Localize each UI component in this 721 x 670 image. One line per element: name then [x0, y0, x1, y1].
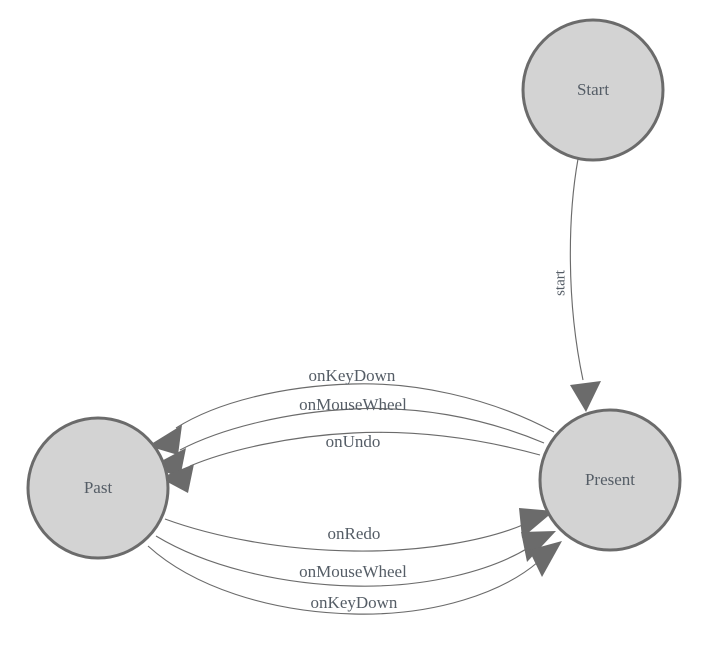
- edge-label-past-to-present-onredo: onRedo: [328, 524, 381, 543]
- edge-path-past-to-present-onredo: [164, 518, 526, 552]
- edge-arrowhead-present-to-past-onmousewheel: [152, 448, 186, 478]
- node-present-label: Present: [585, 470, 635, 489]
- edge-path-past-to-present-onkeydown: [147, 545, 539, 615]
- edge-label-present-to-past-onundo: onUndo: [326, 432, 381, 451]
- edge-path-present-to-past-onundo: [189, 431, 541, 467]
- node-start-label: Start: [577, 80, 609, 99]
- edge-arrowhead-past-to-present-onmousewheel: [521, 531, 556, 562]
- node-past[interactable]: Past: [26, 416, 170, 560]
- edge-start-to-present[interactable]: start: [552, 158, 601, 412]
- edge-past-to-present-onkeydown[interactable]: onKeyDown: [147, 541, 562, 615]
- edge-path-present-to-past-onkeydown: [175, 383, 555, 433]
- edge-arrowhead-past-to-present-onredo: [519, 508, 554, 538]
- edge-label-past-to-present-onmousewheel: onMouseWheel: [299, 562, 407, 581]
- edge-label-start: start: [552, 269, 568, 296]
- edge-arrowhead-start-to-present: [570, 381, 601, 412]
- node-present-circle: [538, 408, 682, 552]
- edge-path-start-to-present: [569, 158, 584, 381]
- node-present[interactable]: Present: [538, 408, 682, 552]
- edge-label-present-to-past-onmousewheel: onMouseWheel: [299, 395, 407, 414]
- node-start-circle: [521, 18, 665, 162]
- edge-past-to-present-onredo[interactable]: onRedo: [164, 508, 554, 552]
- edge-arrowhead-present-to-past-onundo: [160, 464, 194, 493]
- edge-present-to-past-onmousewheel[interactable]: onMouseWheel: [152, 395, 545, 478]
- edge-path-present-to-past-onmousewheel: [179, 407, 545, 451]
- edge-label-present-to-past-onkeydown: onKeyDown: [309, 366, 396, 385]
- node-start[interactable]: Start: [521, 18, 665, 162]
- edge-present-to-past-onundo[interactable]: onUndo: [160, 431, 541, 493]
- edge-past-to-present-onmousewheel[interactable]: onMouseWheel: [155, 531, 556, 587]
- edge-label-past-to-present-onkeydown: onKeyDown: [311, 593, 398, 612]
- edge-arrowhead-past-to-present-onkeydown: [529, 541, 562, 577]
- edge-path-past-to-present-onmousewheel: [155, 535, 529, 587]
- node-past-circle: [26, 416, 170, 560]
- node-past-label: Past: [84, 478, 113, 497]
